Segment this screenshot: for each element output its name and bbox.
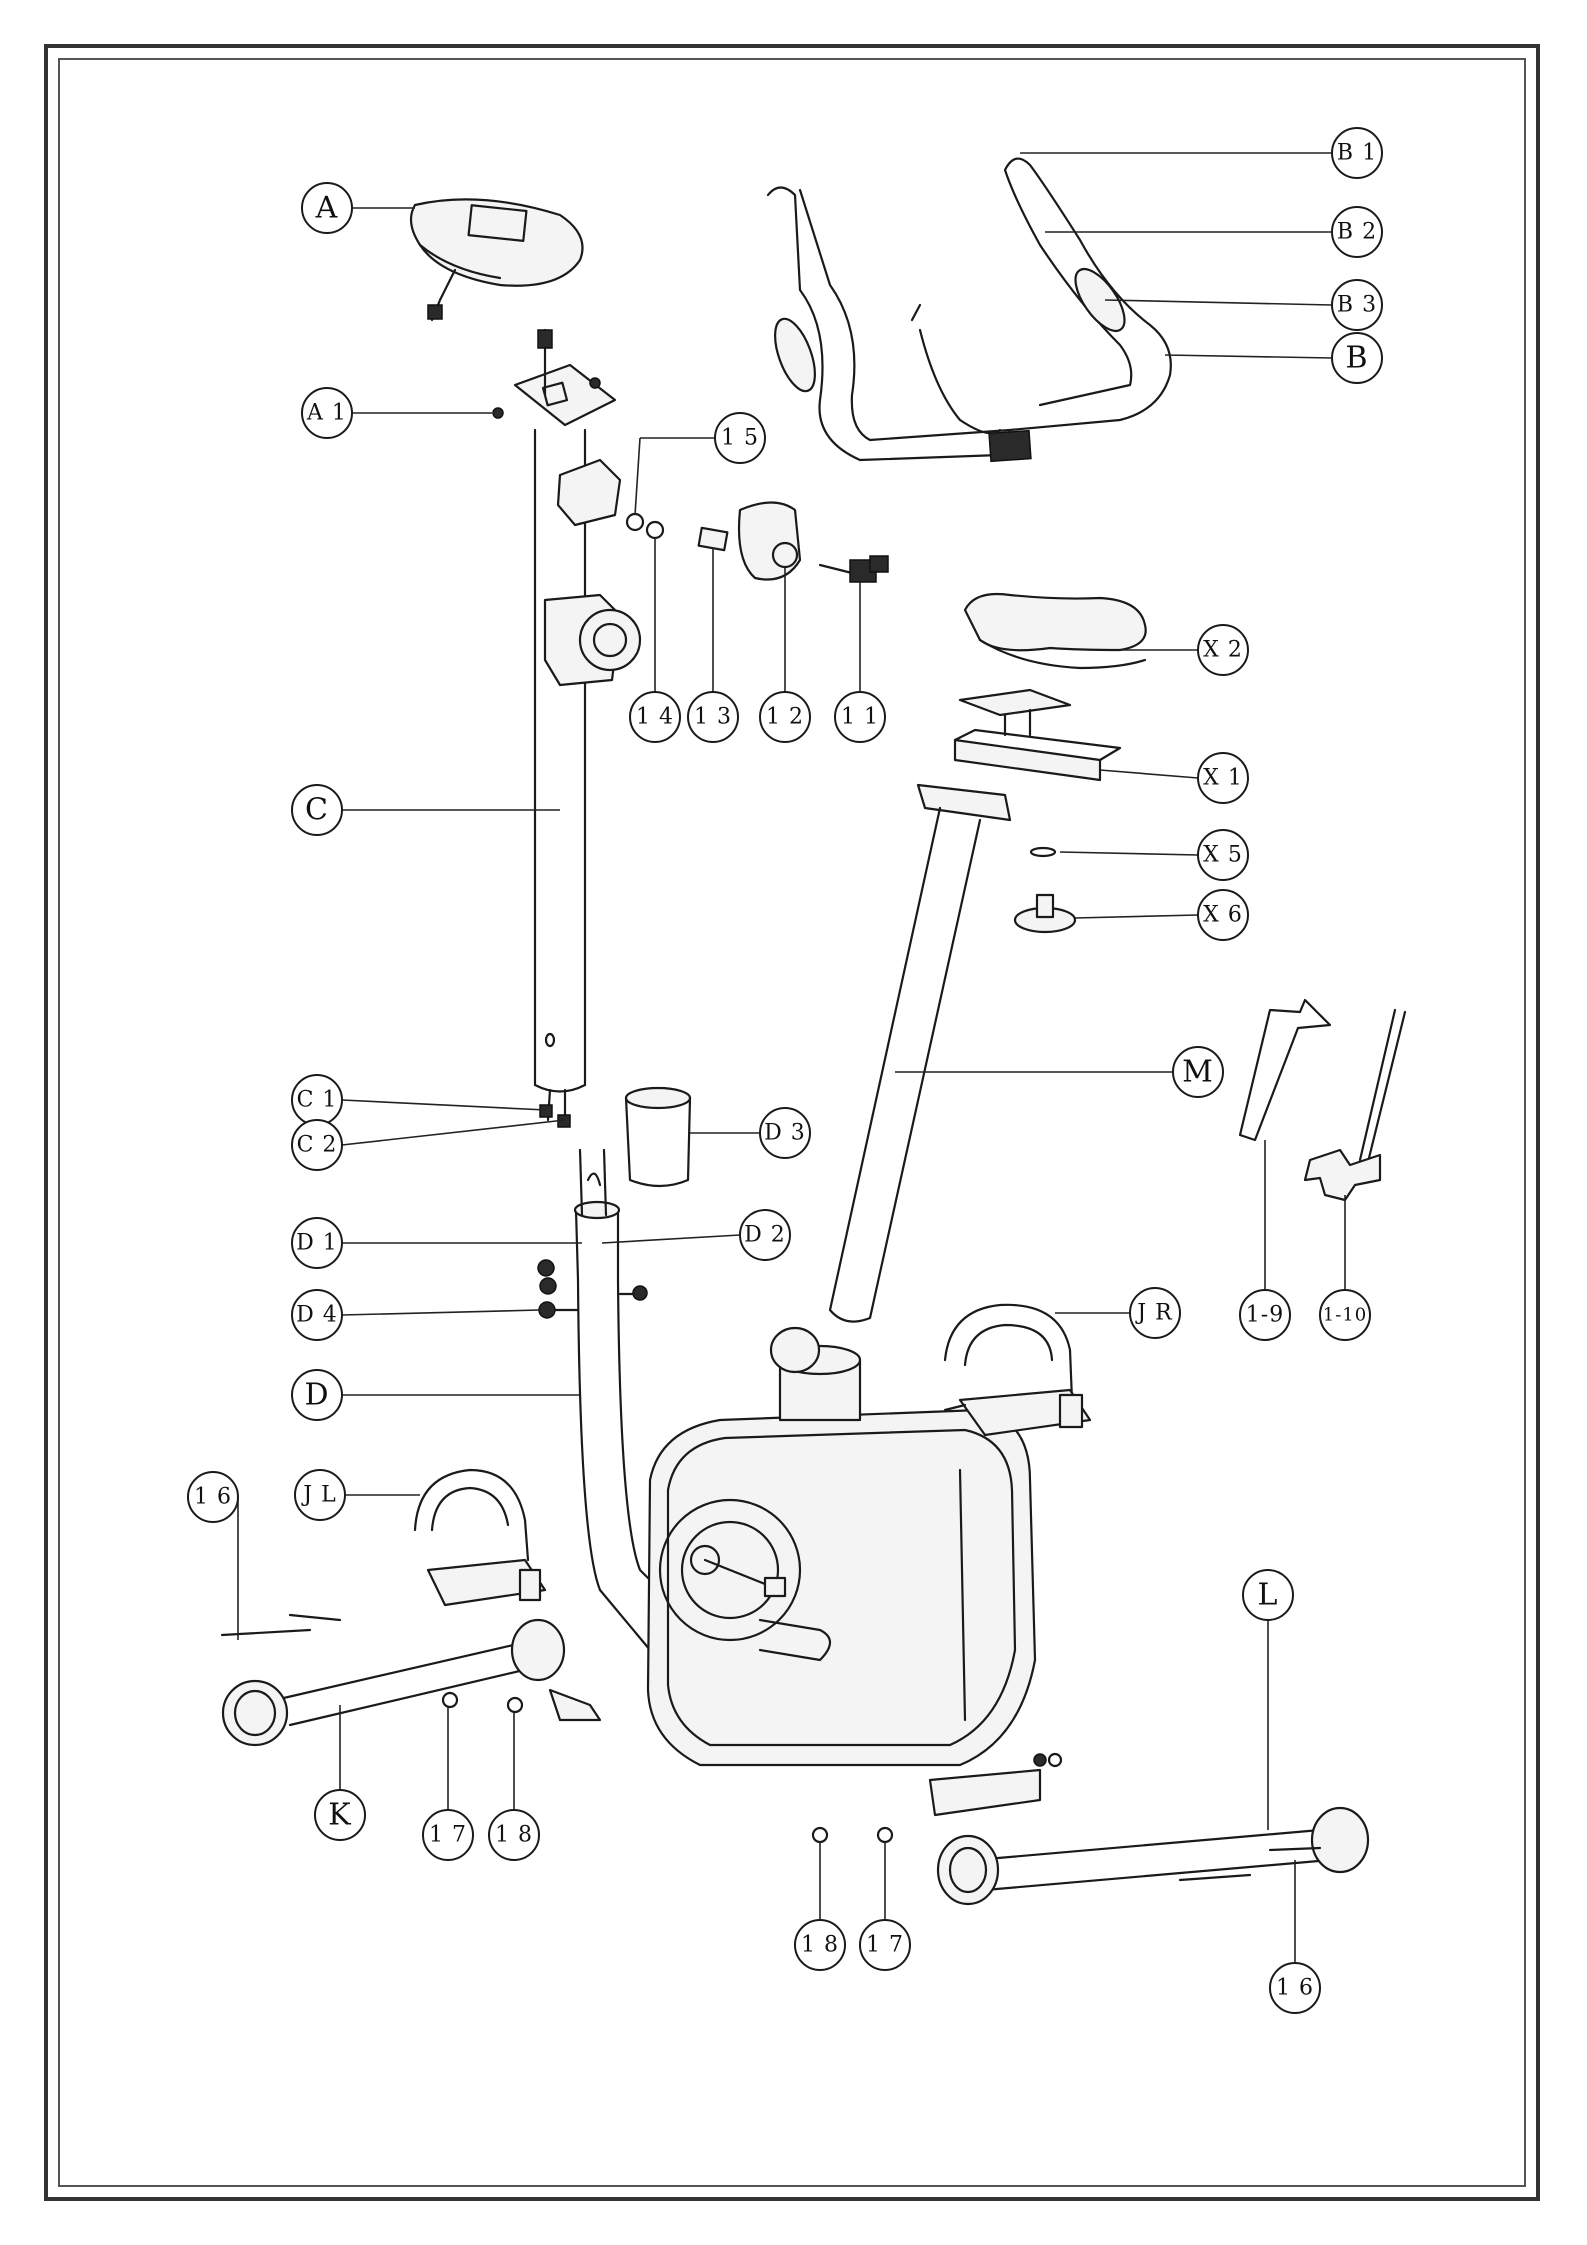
svg-text:C 1: C 1: [297, 1088, 338, 1113]
callout-F18b: 1 8: [795, 1920, 845, 1970]
rear-stabilizer-part: [813, 1754, 1368, 1904]
callout-S2: X 2: [1198, 625, 1248, 675]
console-part: [411, 199, 583, 320]
svg-text:A: A: [315, 191, 339, 226]
callout-T10: 1-10: [1320, 1290, 1370, 1340]
callout-F17b: 1 7: [860, 1920, 910, 1970]
callout-F17a: 1 7: [423, 1810, 473, 1860]
callout-B1: B 1: [1332, 128, 1382, 178]
svg-text:C: C: [305, 793, 329, 828]
svg-text:D 4: D 4: [296, 1303, 338, 1328]
callout-M: M: [1173, 1047, 1223, 1097]
callout-S5: X 5: [1198, 830, 1248, 880]
svg-text:B 3: B 3: [1337, 293, 1377, 318]
sleeve-cover-part: [626, 1088, 690, 1186]
svg-text:1 4: 1 4: [636, 705, 674, 730]
front-stabilizer-part: [222, 1615, 600, 1745]
seat-post-part: [830, 785, 1010, 1322]
callout-D4: D 4: [292, 1290, 342, 1340]
handlebar-part: [767, 159, 1171, 462]
svg-text:K: K: [328, 1798, 351, 1833]
svg-text:1 6: 1 6: [1276, 1976, 1314, 2001]
svg-text:B: B: [1345, 341, 1368, 376]
svg-text:D: D: [304, 1378, 329, 1413]
svg-text:D 1: D 1: [296, 1231, 338, 1256]
handlebar-post-part: [535, 430, 640, 1127]
callout-C: C: [292, 785, 342, 835]
callout-H3: 1 3: [688, 692, 738, 742]
callout-D1: D 1: [292, 1218, 342, 1268]
svg-text:L: L: [1258, 1578, 1279, 1613]
svg-text:1 1: 1 1: [841, 705, 879, 730]
svg-text:X 2: X 2: [1203, 638, 1243, 663]
svg-text:1 7: 1 7: [429, 1823, 467, 1848]
callout-JL: J L: [295, 1470, 345, 1520]
svg-text:1 8: 1 8: [801, 1933, 839, 1958]
svg-text:1-10: 1-10: [1323, 1305, 1367, 1326]
callout-JR: J R: [1130, 1288, 1180, 1338]
svg-text:B 2: B 2: [1337, 220, 1377, 245]
callout-A: A: [302, 183, 352, 233]
svg-text:M: M: [1182, 1055, 1214, 1090]
svg-text:1-9: 1-9: [1246, 1303, 1284, 1328]
callout-H4: 1 4: [630, 692, 680, 742]
svg-text:D 2: D 2: [744, 1223, 786, 1248]
console-bracket-part: [493, 330, 615, 425]
svg-text:C 2: C 2: [297, 1133, 338, 1158]
callout-H5: 1 5: [715, 413, 765, 463]
svg-text:X 6: X 6: [1203, 903, 1243, 928]
callout-F16b: 1 6: [1270, 1963, 1320, 2013]
seat-assembly: [955, 594, 1146, 932]
svg-text:1 6: 1 6: [194, 1485, 232, 1510]
callout-T9: 1-9: [1240, 1290, 1290, 1340]
svg-text:X 1: X 1: [1203, 766, 1243, 791]
svg-text:1 2: 1 2: [766, 705, 804, 730]
callout-S1: X 1: [1198, 753, 1248, 803]
svg-text:A 1: A 1: [306, 401, 347, 426]
callout-B: B: [1332, 333, 1382, 383]
pedal-left-part: [415, 1470, 545, 1605]
callout-S6: X 6: [1198, 890, 1248, 940]
handlebar-hardware: [627, 503, 888, 583]
flywheel-housing-part: [648, 1328, 1035, 1765]
svg-text:1 8: 1 8: [495, 1823, 533, 1848]
callout-D2: D 2: [740, 1210, 790, 1260]
svg-text:1 5: 1 5: [721, 426, 759, 451]
svg-text:1 3: 1 3: [694, 705, 732, 730]
callout-H2: 1 2: [760, 692, 810, 742]
svg-text:1 7: 1 7: [866, 1933, 904, 1958]
callout-K: K: [315, 1790, 365, 1840]
callout-L: L: [1243, 1570, 1293, 1620]
callout-F18a: 1 8: [489, 1810, 539, 1860]
callout-B2: B 2: [1332, 207, 1382, 257]
callout-C2: C 2: [292, 1120, 342, 1170]
callout-H1: 1 1: [835, 692, 885, 742]
svg-text:B 1: B 1: [1337, 141, 1377, 166]
svg-text:J R: J R: [1135, 1301, 1173, 1326]
svg-text:J L: J L: [301, 1483, 336, 1508]
callout-B3: B 3: [1332, 280, 1382, 330]
svg-text:X 5: X 5: [1203, 843, 1243, 868]
svg-text:D 3: D 3: [764, 1121, 806, 1146]
callout-D: D: [292, 1370, 342, 1420]
callout-D3: D 3: [760, 1108, 810, 1158]
callout-A1: A 1: [302, 388, 352, 438]
callout-C1: C 1: [292, 1075, 342, 1125]
callout-F16a: 1 6: [188, 1472, 238, 1522]
